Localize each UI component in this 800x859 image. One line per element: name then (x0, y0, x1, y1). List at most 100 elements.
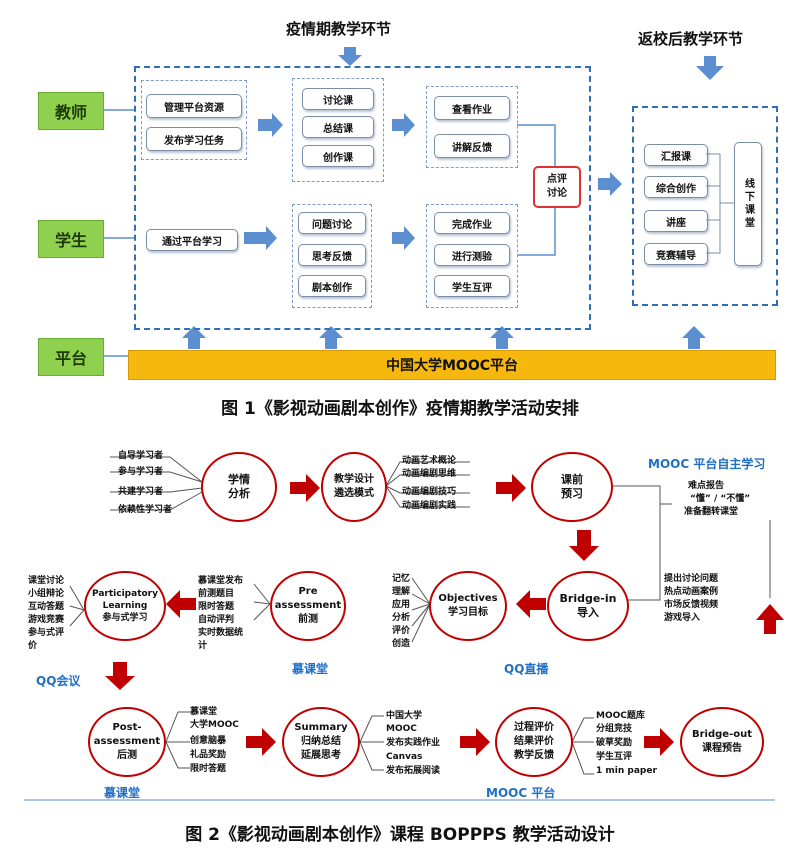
red-arrow-left-2 (166, 590, 196, 618)
part-item-4: 参与式评 (28, 628, 65, 638)
eval-item-3: 学生互评 (596, 752, 633, 762)
bridge-in-item-2: 市场反馈视频 (664, 600, 719, 610)
self-item-1: “懂” / “不懂” (690, 494, 751, 504)
take-quiz-box: 进行测验 (434, 244, 510, 266)
summary-fan (359, 715, 384, 771)
mooc-class-label-2: 慕课堂 (104, 786, 141, 800)
circle-summary-label: Summary 归纳总结 延展思考 (294, 722, 348, 761)
mooc-self-study-label: MOOC 平台自主学习 (648, 457, 766, 471)
report-lesson-box: 汇报课 (644, 144, 708, 166)
reflection-feedback-box: 思考反馈 (298, 244, 366, 266)
red-arrow-up (756, 604, 784, 634)
mooc-class-label-1: 慕课堂 (292, 662, 329, 676)
circle-participatory-label: Participatory Learning 参与式学习 (92, 589, 158, 623)
circle-evaluation: 过程评价 结果评价 教学反馈 (495, 707, 573, 777)
return-down-arrow (696, 56, 724, 80)
objective-item-3: 分析 (392, 613, 411, 623)
summary-item-0: 中国大学 (386, 711, 423, 721)
objective-item-4: 评价 (392, 626, 411, 636)
mooc-platform-bar: 中国大学MOOC平台 (128, 350, 776, 380)
red-arrow-left-1 (516, 590, 546, 618)
objective-item-0: 记忆 (392, 574, 411, 584)
eval-item-2: 破草奖励 (596, 738, 633, 748)
line-check-to-review (517, 124, 556, 168)
circle-summary: Summary 归纳总结 延展思考 (282, 707, 360, 777)
role-platform: 平台 (38, 338, 104, 376)
circle-preview: 课前 预习 (531, 452, 613, 522)
up-arrow-1 (182, 326, 206, 349)
pre-fan (253, 583, 271, 621)
epidemic-down-arrow (338, 47, 362, 66)
bridge-in-item-1: 热点动画案例 (664, 587, 719, 597)
participatory-fan (69, 585, 85, 627)
circle-learner-analysis-label: 学情 分析 (228, 473, 250, 500)
learner-type-3: 依赖性学习者 (118, 505, 173, 515)
bridge-in-item-0: 提出讨论问题 (664, 574, 719, 584)
complete-homework-box: 完成作业 (434, 212, 510, 234)
mooc-platform-label: MOOC 平台 (486, 786, 556, 800)
circle-evaluation-label: 过程评价 结果评价 教学反馈 (514, 722, 554, 761)
preview-to-self (612, 485, 672, 505)
eval-item-0: MOOC题库 (596, 711, 645, 721)
epidemic-header: 疫情期教学环节 (286, 20, 392, 38)
figure-2-caption: 图 2《影视动画剧本创作》课程 BOPPPS 教学活动设计 (185, 825, 615, 845)
circle-post-assessment: Post- assessment 后测 (88, 707, 166, 777)
design-item-1: 动画编剧思维 (402, 469, 457, 479)
learner-fan (110, 456, 203, 511)
part-item-0: 课堂讨论 (28, 576, 65, 586)
objective-item-2: 应用 (392, 600, 411, 610)
summary-item-2: 发布实践作业 (386, 738, 441, 748)
circle-participatory: Participatory Learning 参与式学习 (84, 571, 166, 641)
self-item-2: 准备翻转课堂 (684, 507, 739, 517)
eval-fan (571, 717, 594, 775)
student-mid-group (292, 204, 372, 308)
circle-learner-analysis: 学情 分析 (201, 452, 277, 522)
circle-objectives-label: Objectives 学习目标 (438, 593, 498, 618)
design-item-3: 动画编剧实践 (402, 501, 457, 511)
platform-study-box: 通过平台学习 (146, 229, 238, 251)
red-arrow-4 (460, 728, 490, 756)
offline-class-box: 线下课堂 (734, 142, 762, 266)
qq-meeting-label: QQ会议 (36, 674, 81, 688)
lecture-box: 讲座 (644, 210, 708, 232)
creation-lesson-box: 创作课 (302, 145, 374, 167)
circle-pre-assessment-label: Pre assessment 前测 (274, 586, 342, 625)
figure-1-caption: 图 1《影视动画剧本创作》疫情期教学活动安排 (221, 399, 579, 419)
circle-preview-label: 课前 预习 (561, 473, 583, 500)
objective-item-1: 理解 (392, 587, 411, 597)
lesson-type-group (292, 78, 384, 182)
eval-item-1: 分组竞技 (596, 724, 633, 734)
pre-item-5: 计 (198, 641, 208, 651)
pre-item-4: 实时数据统 (198, 628, 244, 638)
circle-teaching-design-label: 教学设计 遴选模式 (334, 474, 374, 499)
manage-resources-box: 管理平台资源 (146, 94, 242, 118)
eval-item-4: 1 min paper (596, 766, 657, 776)
arrow-teacher-2 (392, 113, 415, 137)
circle-bridge-in-label: Bridge-in 导入 (559, 592, 617, 619)
return-header: 返校后教学环节 (638, 30, 744, 48)
student-right-group (426, 204, 518, 308)
summary-lesson-box: 总结课 (302, 116, 374, 138)
summary-item-4: 发布拓展阅读 (386, 766, 441, 776)
peer-review-box: 学生互评 (434, 275, 510, 297)
post-item-1: 大学MOOC (190, 720, 239, 730)
arrow-to-return (598, 172, 622, 196)
learner-type-1: 参与学习者 (118, 467, 164, 477)
up-arrow-4 (682, 326, 706, 349)
role-teacher: 教师 (38, 92, 104, 130)
red-arrow-down-2 (105, 662, 135, 690)
part-item-5: 价 (28, 641, 38, 651)
design-fan (385, 461, 470, 508)
red-arrow-5 (644, 728, 674, 756)
up-arrow-3 (490, 326, 514, 349)
design-item-0: 动画艺术概论 (402, 456, 457, 466)
objectives-fan (411, 577, 431, 643)
offline-class-label: 线下课堂 (742, 178, 754, 230)
problem-discussion-box: 问题讨论 (298, 212, 366, 234)
arrow-student-2 (392, 226, 415, 250)
red-arrow-2 (496, 474, 526, 502)
circle-bridge-in: Bridge-in 导入 (547, 571, 629, 641)
